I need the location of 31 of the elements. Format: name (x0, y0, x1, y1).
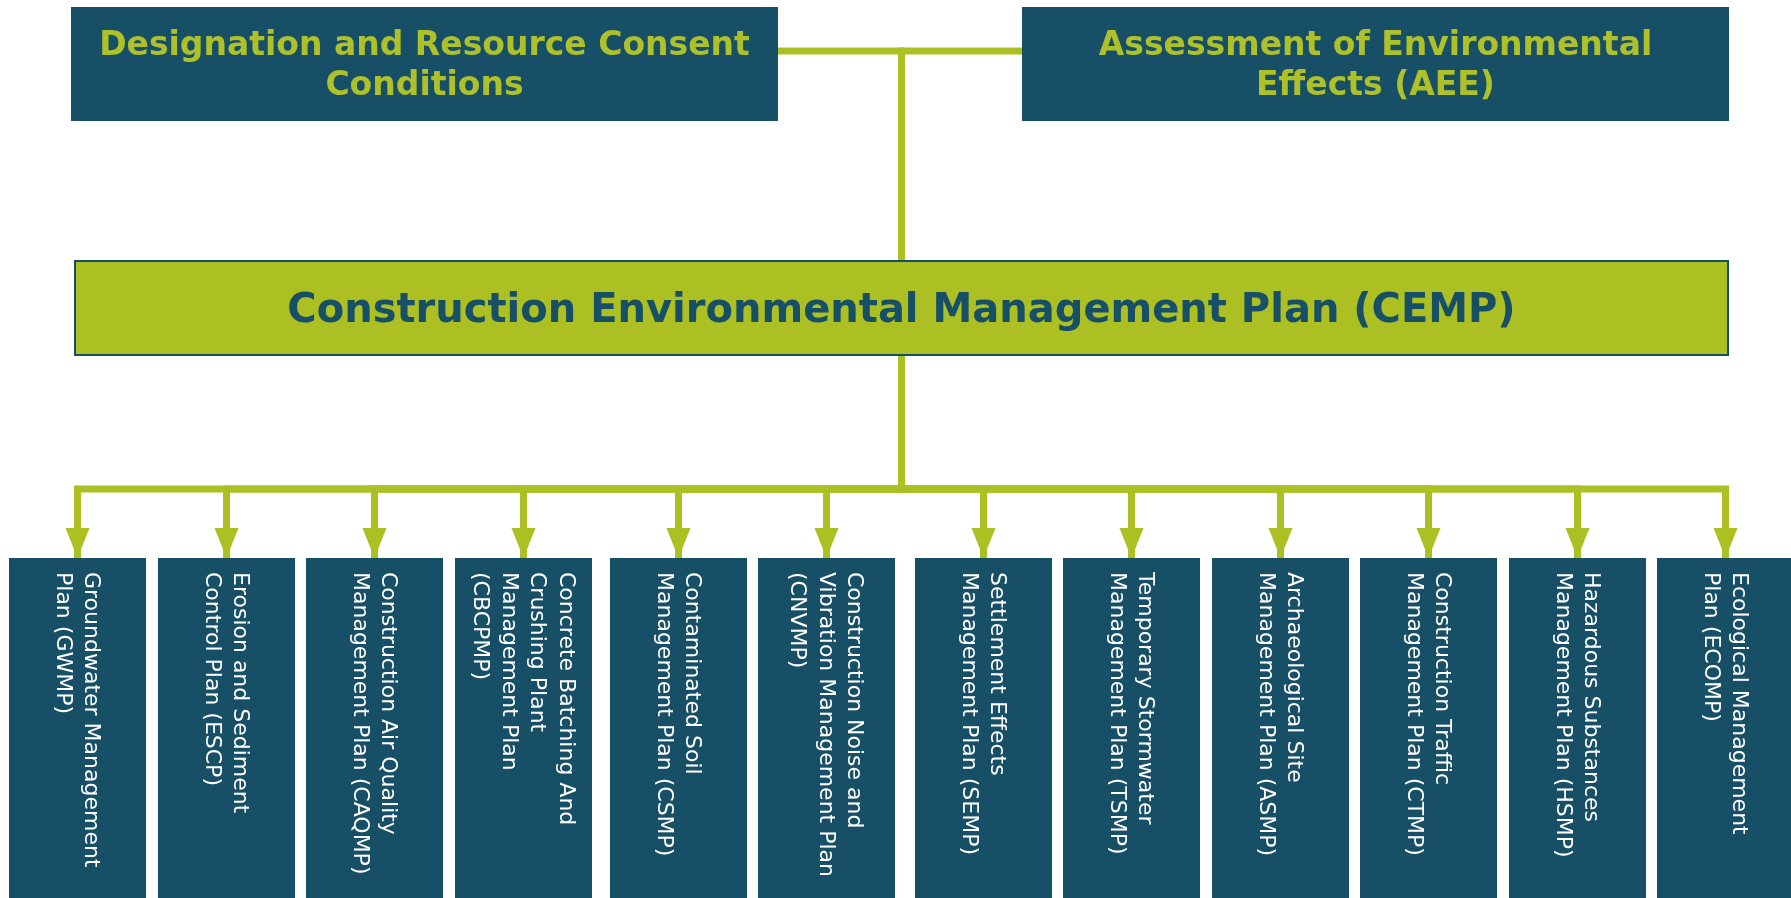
box-label: Concrete Batching And Crushing Plant Management Plan (CBCPMP) (467, 572, 581, 828)
main-plan-box (74, 260, 1729, 356)
plan-box (1657, 558, 1791, 898)
box-label: Erosion and Sediment Control Plan (ESCP) (199, 572, 256, 816)
plan-box (1360, 558, 1497, 898)
plan-box (9, 558, 146, 898)
box-label: Ecological Management Plan (ECOMP) (1698, 572, 1755, 837)
box-label: Hazardous Substances Management Plan (HSMP) (1550, 572, 1607, 860)
plan-box (1063, 558, 1200, 898)
plan-box (915, 558, 1052, 898)
source-box (1022, 7, 1729, 121)
plan-box (1212, 558, 1349, 898)
plan-box (1509, 558, 1646, 898)
plan-box (306, 558, 443, 898)
box-label: Temporary Stormwater Management Plan (TSMP) (1104, 572, 1161, 857)
connector-line (898, 47, 1022, 260)
box-label: Assessment of Environmental Effects (AEE) (1097, 24, 1654, 104)
box-label: Contaminated Soil Management Plan (CSMP) (651, 572, 708, 859)
plan-box (758, 558, 895, 898)
box-label: Construction Air Quality Management Plan (CAQMP) (347, 572, 404, 877)
box-label: Construction Environmental Management Plan (CEMP) (287, 285, 1516, 331)
source-box (71, 7, 778, 121)
plan-box (610, 558, 747, 898)
plan-box (455, 558, 592, 898)
box-label: Construction Noise and Vibration Management Plan (CNVMP) (785, 572, 870, 880)
box-label: Groundwater Management Plan (GWMP) (50, 572, 107, 870)
box-label: Settlement Effects Management Plan (SEMP) (956, 572, 1013, 857)
box-label: Designation and Resource Consent Conditions (98, 24, 751, 104)
plan-box (158, 558, 295, 898)
box-label: Construction Traffic Management Plan (CTMP) (1401, 572, 1458, 858)
box-label: Archaeological Site Management Plan (ASMP) (1253, 572, 1310, 859)
